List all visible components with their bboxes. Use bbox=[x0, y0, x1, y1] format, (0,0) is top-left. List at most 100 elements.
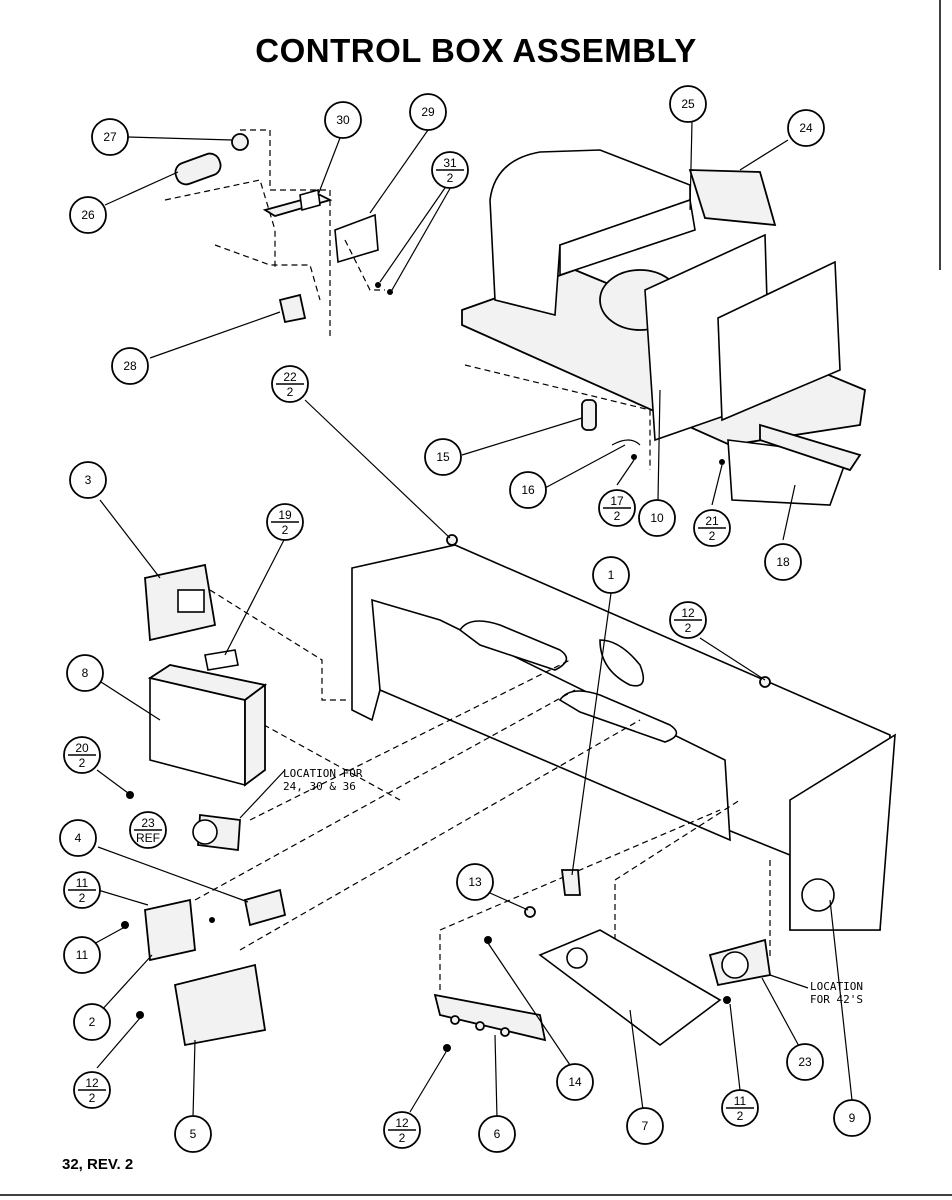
transformer-core-3 bbox=[177, 589, 205, 613]
callout-8: 8 bbox=[66, 654, 104, 692]
callout-label: 24 bbox=[799, 121, 813, 135]
leader-30 bbox=[317, 137, 341, 196]
blower-cabinet-group bbox=[461, 149, 866, 506]
screw-part-31b bbox=[387, 289, 393, 295]
callout-label: 29 bbox=[421, 105, 435, 119]
callout-quantity: 2 bbox=[709, 529, 716, 543]
callout-5: 5 bbox=[174, 1115, 212, 1153]
leader-lines bbox=[91, 121, 853, 1119]
callout-quantity: 2 bbox=[447, 171, 454, 185]
drawing-revision: 32, REV. 2 bbox=[62, 1156, 134, 1173]
cover-knockout-7 bbox=[566, 947, 588, 969]
leader-29 bbox=[369, 129, 429, 214]
leader-9 bbox=[829, 899, 853, 1101]
bracket-part-1 bbox=[560, 869, 581, 896]
callout-20: 202 bbox=[63, 736, 101, 774]
contactor-part-2 bbox=[144, 898, 196, 962]
chassis-knockout-hole bbox=[801, 878, 835, 912]
leader-location-1 bbox=[239, 769, 286, 819]
callout-part-number: 23 bbox=[141, 816, 155, 830]
callout-19: 192 bbox=[266, 503, 304, 541]
leader-5 bbox=[192, 1039, 196, 1118]
bracket-clip-30 bbox=[299, 188, 321, 212]
callout-13: 13 bbox=[456, 863, 494, 901]
screw-part-11 bbox=[121, 921, 129, 929]
assembly-guide-1 bbox=[240, 129, 331, 340]
diagram-title: CONTROL BOX ASSEMBLY bbox=[255, 32, 697, 69]
callout-24: 24 bbox=[787, 109, 825, 147]
screw-part-4 bbox=[209, 917, 215, 923]
callout-label: 10 bbox=[650, 511, 664, 525]
callout-part-number: 19 bbox=[278, 508, 292, 522]
leader-11a bbox=[97, 889, 149, 906]
callout-part-number: 17 bbox=[610, 494, 624, 508]
terminal-lug-b bbox=[475, 1021, 485, 1031]
callout-part-number: 20 bbox=[75, 741, 89, 755]
callout-30: 30 bbox=[324, 101, 362, 139]
control-box-chassis-group bbox=[194, 534, 896, 990]
leader-19 bbox=[224, 537, 286, 656]
callout-quantity: 2 bbox=[79, 756, 86, 770]
callout-part-number: 11 bbox=[734, 1094, 747, 1108]
leader-1 bbox=[571, 592, 612, 876]
bottom-components-group bbox=[433, 869, 772, 1052]
callout-31: 312 bbox=[431, 151, 469, 189]
screw-part-14 bbox=[484, 936, 492, 944]
callout-6: 6 bbox=[478, 1115, 516, 1153]
filter-part-24 bbox=[688, 169, 777, 227]
callout-7: 7 bbox=[626, 1107, 664, 1145]
callout-29: 29 bbox=[409, 93, 447, 131]
callout-part-number: 12 bbox=[395, 1116, 409, 1130]
left-components-group bbox=[121, 563, 287, 1047]
callout-label: 6 bbox=[494, 1127, 501, 1141]
callout-label: 28 bbox=[123, 359, 137, 373]
callout-26: 26 bbox=[69, 196, 107, 234]
location-note-1-line2: 24, 30 & 36 bbox=[283, 780, 356, 793]
chassis-cutout bbox=[599, 639, 645, 687]
callout-quantity: 2 bbox=[89, 1091, 96, 1105]
callout-2: 2 bbox=[73, 1003, 111, 1041]
capacitor-face-23-ref bbox=[192, 819, 218, 845]
assembly-guide-4 bbox=[344, 239, 385, 291]
callout-label: 15 bbox=[436, 450, 450, 464]
chassis-slot-2 bbox=[558, 690, 678, 743]
screw-part-12a bbox=[759, 676, 771, 688]
screw-part-17 bbox=[631, 454, 637, 460]
callout-28: 28 bbox=[111, 347, 149, 385]
callout-label: 26 bbox=[81, 208, 95, 222]
wire-part-16 bbox=[611, 439, 641, 446]
callout-12c: 122 bbox=[73, 1071, 111, 1109]
callout-label: 5 bbox=[190, 1127, 197, 1141]
callout-quantity: 2 bbox=[685, 621, 692, 635]
relay-part-4 bbox=[243, 888, 287, 927]
leader-20 bbox=[96, 769, 129, 794]
assembly-guide-9 bbox=[194, 689, 576, 901]
leader-2 bbox=[99, 954, 153, 1013]
callout-label: 11 bbox=[76, 948, 89, 962]
leader-17 bbox=[616, 459, 635, 486]
callout-label: 8 bbox=[82, 666, 89, 680]
callout-quantity: REF bbox=[136, 831, 160, 845]
callout-quantity: 2 bbox=[399, 1131, 406, 1145]
screw-part-12c bbox=[136, 1011, 144, 1019]
leader-28 bbox=[149, 311, 281, 359]
leader-10 bbox=[657, 389, 661, 501]
assembly-guide-6 bbox=[209, 589, 350, 701]
terminal-lug-c bbox=[500, 1027, 510, 1037]
leader-4 bbox=[97, 846, 249, 903]
callout-25: 25 bbox=[669, 85, 707, 123]
clip-part-15 bbox=[581, 399, 597, 431]
callout-label: 25 bbox=[681, 97, 695, 111]
leader-27 bbox=[127, 136, 233, 141]
relay-part-28 bbox=[278, 293, 307, 324]
leader-12b bbox=[409, 1051, 447, 1113]
control-panel-part bbox=[717, 260, 841, 422]
callout-part-number: 22 bbox=[283, 370, 297, 384]
leader-8 bbox=[100, 681, 161, 721]
callout-11a: 112 bbox=[63, 871, 101, 909]
location-note-2-line2: FOR 42'S bbox=[810, 993, 863, 1006]
chassis-floor-part bbox=[371, 598, 731, 842]
